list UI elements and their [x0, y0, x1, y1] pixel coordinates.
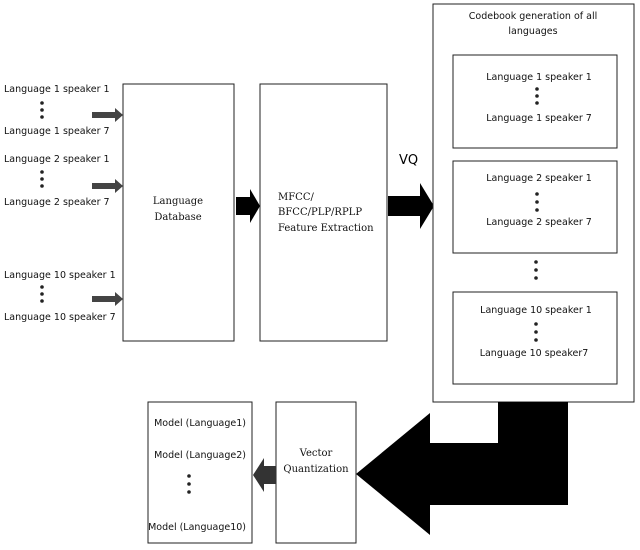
vq-label: VQ — [399, 153, 418, 168]
database-to-feature-arrow — [236, 189, 260, 223]
vector-quantization-label-line1: Vector — [299, 448, 333, 459]
vq-arrow — [388, 183, 434, 229]
input-arrow-3 — [92, 292, 123, 306]
input-lang10-dots — [40, 285, 44, 303]
codebook-language10-first: Language 10 speaker 1 — [480, 305, 592, 316]
feature-extraction-label-line1: MFCC/ — [278, 192, 314, 203]
codebook-language10-last: Language 10 speaker7 — [480, 348, 589, 359]
codebook-language1-dots — [535, 87, 539, 105]
codebook-language10-dots — [534, 322, 538, 342]
input-arrow-2 — [92, 179, 123, 193]
codebook-language1-box — [452, 54, 618, 149]
language-database-label-line2: Database — [154, 212, 201, 223]
language-database-box — [122, 83, 235, 342]
codebook-language2-last: Language 2 speaker 7 — [486, 217, 592, 228]
quantization-to-models-arrow — [253, 458, 276, 492]
input-lang1-dots — [40, 101, 44, 119]
input-lang2-dots — [40, 170, 44, 188]
codebook-language1-last: Language 1 speaker 7 — [486, 113, 592, 124]
vector-quantization-box — [275, 401, 357, 544]
codebook-between-dots — [534, 260, 538, 280]
models-box — [147, 401, 253, 544]
models-dots — [187, 474, 191, 494]
input-lang10-first: Language 10 speaker 1 — [4, 270, 116, 281]
model-language1: Model (Language1) — [154, 418, 246, 429]
language-database-label-line1: Language — [153, 196, 203, 207]
codebook-language2-box — [452, 160, 618, 254]
input-lang10-last: Language 10 speaker 7 — [4, 312, 116, 323]
feature-extraction-label-line3: Feature Extraction — [278, 223, 374, 234]
codebook-language2-first: Language 2 speaker 1 — [486, 173, 592, 184]
codebook-language10-box — [452, 291, 618, 385]
feature-extraction-label-line2: BFCC/PLP/RPLP — [278, 207, 362, 218]
codebook-title-line1: Codebook generation of all — [469, 11, 597, 22]
codebook-language1-first: Language 1 speaker 1 — [486, 72, 592, 83]
codebook-to-quantization-arrow — [356, 402, 568, 535]
input-lang2-first: Language 2 speaker 1 — [4, 154, 110, 165]
input-lang1-first: Language 1 speaker 1 — [4, 84, 110, 95]
input-arrow-1 — [92, 108, 123, 122]
input-lang1-last: Language 1 speaker 7 — [4, 126, 110, 137]
codebook-language2-dots — [535, 192, 539, 212]
model-language10: Model (Language10) — [148, 522, 246, 533]
feature-extraction-box — [259, 83, 388, 342]
model-language2: Model (Language2) — [154, 450, 246, 461]
input-lang2-last: Language 2 speaker 7 — [4, 197, 110, 208]
codebook-title-line2: languages — [508, 26, 557, 37]
vector-quantization-label-line2: Quantization — [283, 464, 349, 475]
